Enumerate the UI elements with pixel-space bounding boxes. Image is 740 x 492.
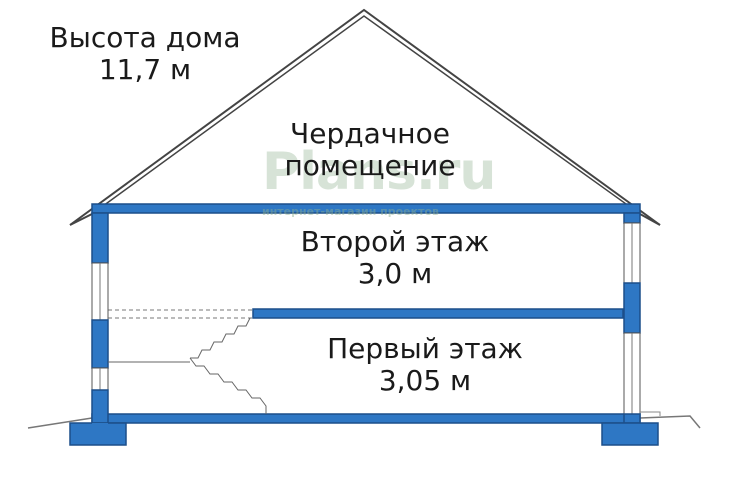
staircase [108, 317, 267, 414]
roof-eave-right [639, 213, 661, 226]
first-floor-label: Первый этаж 3,05 м [290, 332, 560, 398]
attic-floor-slab [91, 203, 641, 214]
second-floor-slab [252, 308, 624, 319]
attic-label: Чердачное помещение [250, 117, 490, 183]
second-floor-title: Второй этаж [300, 225, 490, 258]
watermark-logo: Plans.ru [262, 142, 496, 202]
ground-line [27, 415, 701, 429]
entrance-step [640, 411, 661, 416]
house-height-label: Высота дома 11,7 м [30, 21, 260, 87]
house-height-value: 11,7 м [98, 53, 192, 87]
first-floor-slab [91, 413, 641, 424]
left-wall [91, 212, 109, 424]
roof-eave-left [69, 213, 93, 226]
roof [69, 8, 661, 226]
first-floor-height: 3,05 м [378, 364, 472, 398]
second-floor-height: 3,0 м [357, 257, 433, 291]
right-wall [623, 212, 641, 424]
left-foundation-post [92, 423, 108, 427]
watermark-subtitle: интернет-магазин проектов [262, 205, 439, 218]
first-floor-title: Первый этаж [327, 332, 523, 365]
attic-label-line2: помещение [284, 149, 456, 183]
right-foundation [601, 422, 659, 446]
attic-label-line1: Чердачное [290, 117, 450, 150]
house-height-title: Высота дома [49, 21, 241, 54]
second-floor-label: Второй этаж 3,0 м [260, 225, 530, 291]
stair-opening-dashed [108, 309, 253, 319]
